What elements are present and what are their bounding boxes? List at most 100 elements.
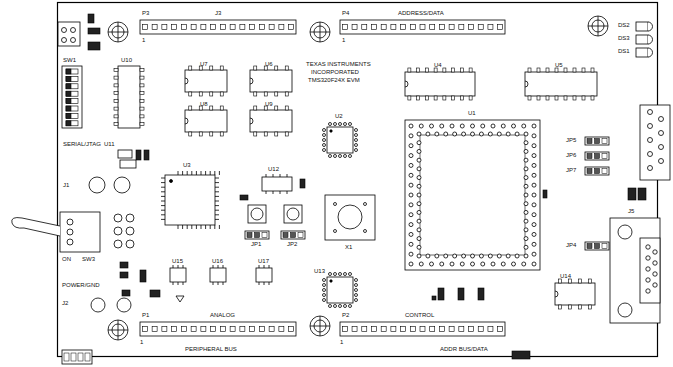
header-pin xyxy=(478,25,483,30)
chip-pin xyxy=(537,68,540,72)
smd-part xyxy=(120,272,128,278)
pga-pin xyxy=(417,193,421,197)
board-label: DS1 xyxy=(618,48,630,55)
chip-pin xyxy=(334,273,337,276)
header-pin xyxy=(181,25,186,30)
chip-pin xyxy=(559,305,562,309)
pin-header xyxy=(340,322,505,336)
pga-pin xyxy=(409,252,413,256)
board-label: ON xyxy=(62,256,71,263)
hole-cross xyxy=(320,22,321,42)
pga-pin xyxy=(532,134,536,138)
pga-pin xyxy=(524,237,528,241)
soic-pin xyxy=(178,282,179,285)
pga-pin xyxy=(532,154,536,158)
smd-part xyxy=(300,179,305,188)
mounting-hole xyxy=(310,316,330,336)
chip-pin xyxy=(323,134,326,137)
chip-pin xyxy=(344,273,347,276)
pga-pin xyxy=(417,167,421,171)
smd-part xyxy=(144,150,149,160)
chip-pin xyxy=(323,129,326,132)
smd-part xyxy=(66,113,71,118)
smd-part xyxy=(512,351,530,359)
qfp-pin xyxy=(214,225,215,229)
chip-pin xyxy=(323,289,326,292)
chip-notch xyxy=(555,291,558,297)
board-label: P4 xyxy=(342,10,349,17)
smd-part xyxy=(120,262,128,268)
pga-pin xyxy=(497,254,501,258)
chip-pin xyxy=(114,123,118,126)
header-pin xyxy=(152,25,157,30)
header-pin xyxy=(391,25,396,30)
pin-header xyxy=(140,20,296,34)
pga-pin xyxy=(409,134,413,138)
soic-pin xyxy=(287,174,288,177)
pin-number: 1 xyxy=(340,339,343,346)
header-pin xyxy=(410,25,415,30)
board-label: JP2 xyxy=(287,241,297,248)
chip-pin xyxy=(329,273,332,276)
jumper-pin xyxy=(262,233,267,238)
board-label: JP6 xyxy=(566,152,576,159)
connector-hole xyxy=(618,225,632,239)
barrel-jack xyxy=(114,177,130,193)
jumper-pin xyxy=(595,154,600,159)
chip-pin xyxy=(264,132,267,136)
chip-pin xyxy=(199,132,202,136)
crystal-socket xyxy=(325,195,375,240)
pga-pin xyxy=(524,167,528,171)
qfp-pin xyxy=(215,187,219,188)
chip-pin xyxy=(355,299,358,302)
board-label: U10 xyxy=(121,57,132,64)
chip-pin xyxy=(349,155,352,158)
pga-pin xyxy=(460,262,464,266)
chip-pin xyxy=(469,68,472,72)
chip-pin xyxy=(434,68,437,72)
chip-pin xyxy=(355,279,358,282)
pga-pin xyxy=(524,202,528,206)
chip-pin xyxy=(189,132,192,136)
soic-pin xyxy=(264,265,265,268)
led-body xyxy=(636,48,648,57)
led-body xyxy=(636,22,648,31)
switch-slot xyxy=(66,121,78,126)
qfp-pin xyxy=(161,196,165,197)
chip-pin xyxy=(528,68,531,72)
edge-pin xyxy=(71,353,76,361)
pga-pin xyxy=(417,141,421,145)
chip-pin xyxy=(569,279,572,283)
jumper-pin xyxy=(602,154,607,159)
pga-pin xyxy=(435,132,439,136)
board-label: DS3 xyxy=(618,35,630,42)
pga-pin xyxy=(512,124,516,128)
jumper xyxy=(245,231,269,239)
chip-pin xyxy=(559,279,562,283)
chip-pin xyxy=(114,92,118,95)
pga-pin xyxy=(481,124,485,128)
header-pin xyxy=(162,327,167,332)
pga-pin xyxy=(524,245,528,249)
header-pin xyxy=(449,327,454,332)
chip-pin xyxy=(537,96,540,100)
board-label: JP1 xyxy=(251,241,261,248)
header-pin xyxy=(478,327,483,332)
chip-pin xyxy=(344,305,347,308)
pga-pin xyxy=(532,203,536,207)
pga-pin xyxy=(409,183,413,187)
jumper xyxy=(585,152,609,160)
chip-pin xyxy=(114,115,118,118)
pga-pin xyxy=(532,232,536,236)
chip-notch xyxy=(250,118,253,124)
pga-pin xyxy=(522,262,526,266)
smd-part xyxy=(136,150,141,160)
pga-pin xyxy=(479,254,483,258)
db9-pin xyxy=(648,166,653,171)
smd-part xyxy=(88,28,100,34)
board-label: U13 xyxy=(314,268,325,275)
soic-pin xyxy=(280,191,281,194)
header-pin xyxy=(220,25,225,30)
chip-pin xyxy=(528,96,531,100)
qfp-pin xyxy=(205,225,206,229)
